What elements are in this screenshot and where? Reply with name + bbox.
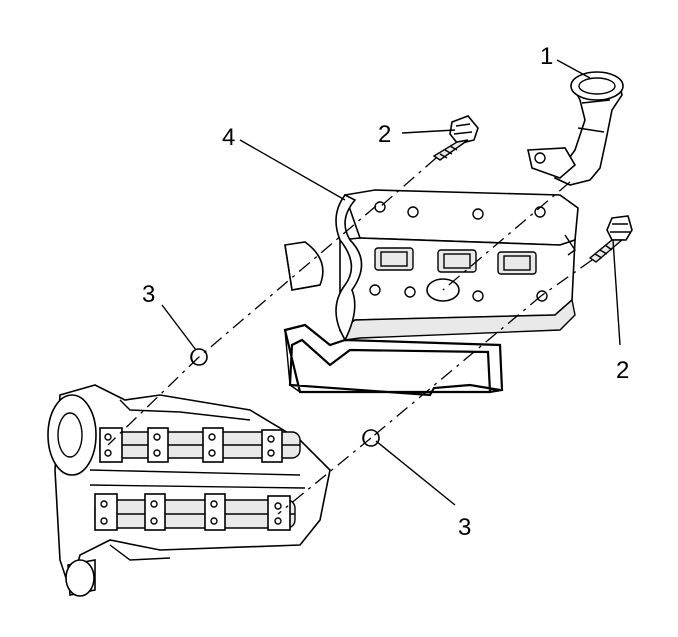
callout-3-lower: 3 — [458, 514, 471, 541]
cylinder-head-camshafts — [47, 384, 331, 597]
camshaft-cover — [284, 189, 579, 342]
callout-4: 4 — [222, 124, 235, 151]
assembly-lines — [107, 157, 593, 515]
callout-2-right: 2 — [616, 357, 629, 384]
leader-lines — [161, 59, 621, 506]
oil-fill-tube — [527, 71, 624, 186]
callout-2-upper: 2 — [378, 121, 391, 148]
bolt-right — [588, 215, 633, 263]
callout-3-left: 3 — [142, 281, 155, 308]
bolt-upper — [432, 115, 479, 161]
callout-1: 1 — [540, 43, 553, 70]
valve-cover-gasket — [283, 323, 504, 397]
